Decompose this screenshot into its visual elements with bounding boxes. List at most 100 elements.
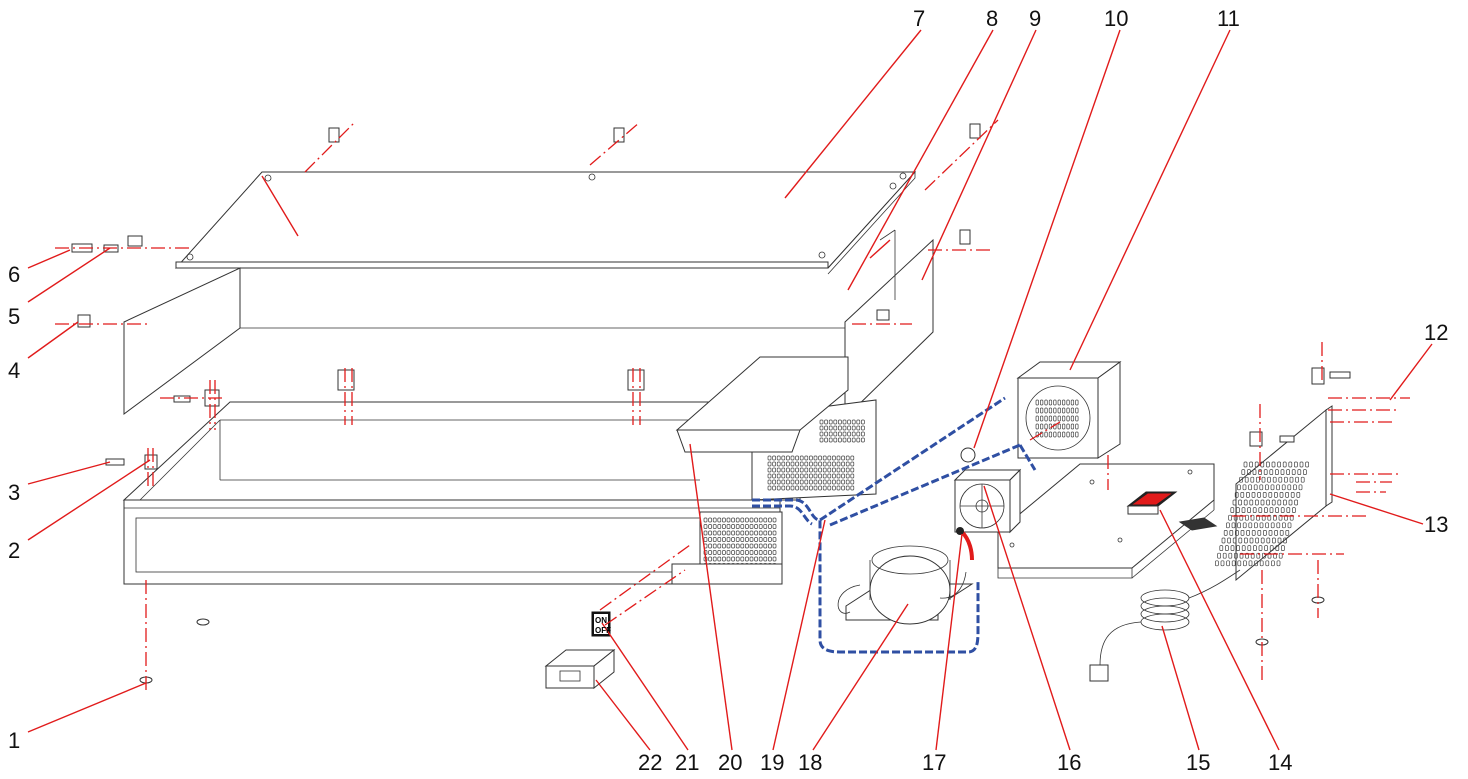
vent-slot	[1243, 560, 1247, 567]
vent-slot	[776, 479, 781, 485]
vent-slot	[703, 530, 708, 536]
vent-slot	[1053, 407, 1057, 414]
vent-slot	[1276, 484, 1280, 491]
vent-slot	[1278, 514, 1283, 521]
vent-slot	[735, 543, 740, 549]
vent-slot	[1248, 522, 1253, 529]
vent-slot	[1040, 399, 1044, 406]
vent-slot	[1265, 522, 1269, 529]
vent-slot	[836, 479, 841, 485]
vent-slot	[1247, 507, 1251, 513]
vent-slot	[1276, 560, 1281, 567]
vent-slot	[1035, 415, 1039, 422]
vent-slot	[1294, 461, 1298, 468]
vent-slot	[818, 467, 822, 473]
vent-slot	[833, 431, 838, 437]
vent-slot	[833, 437, 838, 443]
vent-slot	[735, 556, 740, 562]
callout-16: 16	[1057, 750, 1082, 775]
vent-slot	[1062, 423, 1066, 430]
vent-slot	[1297, 469, 1302, 475]
vent-slot	[790, 473, 795, 479]
vent-slot	[1260, 499, 1265, 506]
vent-slot	[799, 461, 804, 467]
vent-slot	[1264, 507, 1268, 513]
callout-5: 5	[8, 304, 21, 329]
vent-slot	[1250, 476, 1255, 483]
condenser-unit	[1016, 361, 1122, 459]
vent-slot	[1285, 530, 1290, 536]
vent-slot	[832, 467, 836, 473]
vent-slot	[1278, 552, 1283, 559]
vent-slot	[836, 467, 841, 473]
vent-slot	[717, 537, 722, 542]
vent-slot	[735, 524, 740, 529]
vent-slot	[763, 556, 768, 562]
vent-slot	[781, 473, 786, 479]
vent-slot	[1044, 415, 1048, 422]
vent-slot	[712, 517, 717, 523]
vent-slot	[828, 419, 833, 425]
callout-15: 15	[1186, 750, 1211, 775]
vent-slot	[850, 467, 855, 473]
vent-slot	[832, 455, 836, 461]
vent-slot	[1075, 431, 1079, 438]
vent-slot	[1057, 407, 1061, 414]
compressor	[837, 545, 974, 625]
vent-slot	[717, 517, 722, 523]
vent-slot	[841, 461, 845, 467]
vent-slot	[813, 485, 818, 491]
vent-slot	[1279, 492, 1284, 498]
vent-slot	[768, 537, 772, 542]
vent-slot	[754, 524, 758, 529]
vent-slot	[768, 517, 772, 523]
vent-slot	[1262, 492, 1267, 498]
vent-slot	[813, 473, 818, 479]
vent-slot	[1272, 476, 1277, 483]
vent-slot	[781, 455, 786, 461]
side-grille	[1215, 405, 1333, 582]
vent-slot	[781, 467, 786, 473]
vent-slot	[1279, 530, 1284, 536]
vent-slot	[1283, 499, 1287, 506]
vent-slot	[717, 530, 722, 536]
vent-slot	[1280, 507, 1285, 513]
vent-slot	[763, 524, 768, 529]
vent-slot	[1048, 415, 1053, 422]
vent-slot	[1253, 484, 1258, 491]
vent-slot	[1066, 415, 1070, 422]
vent-slot	[1300, 476, 1305, 483]
callout-2: 2	[8, 538, 21, 563]
vent-slot	[1236, 507, 1240, 513]
vent-slot	[822, 467, 827, 473]
vent-slot	[828, 425, 833, 431]
vent-slot	[786, 455, 790, 461]
vent-slot	[1053, 399, 1057, 406]
vent-slot	[819, 425, 824, 431]
vent-slot	[768, 524, 772, 529]
vent-slot	[758, 524, 763, 529]
vent-slot	[772, 467, 776, 473]
callout-20: 20	[718, 750, 743, 775]
vent-slot	[827, 479, 832, 485]
vent-slot	[1231, 522, 1236, 529]
vent-slot	[1237, 484, 1241, 491]
vent-slot	[1275, 545, 1280, 551]
vent-slot	[712, 524, 717, 529]
vent-slot	[1044, 407, 1048, 414]
vent-slot	[786, 461, 790, 467]
vent-slot	[1271, 499, 1276, 506]
vent-slot	[726, 537, 731, 542]
callout-9: 9	[1029, 6, 1042, 31]
vent-slot	[1254, 461, 1259, 468]
vent-slot	[749, 530, 754, 536]
vent-slot	[827, 461, 832, 467]
vent-slot	[832, 479, 836, 485]
vent-slot	[740, 543, 745, 549]
vent-slot	[1070, 423, 1075, 430]
top-cover	[174, 170, 917, 275]
vent-slot	[813, 461, 818, 467]
vent-slot	[745, 543, 749, 549]
vent-slot	[1035, 399, 1039, 406]
callout-4: 4	[8, 358, 21, 383]
